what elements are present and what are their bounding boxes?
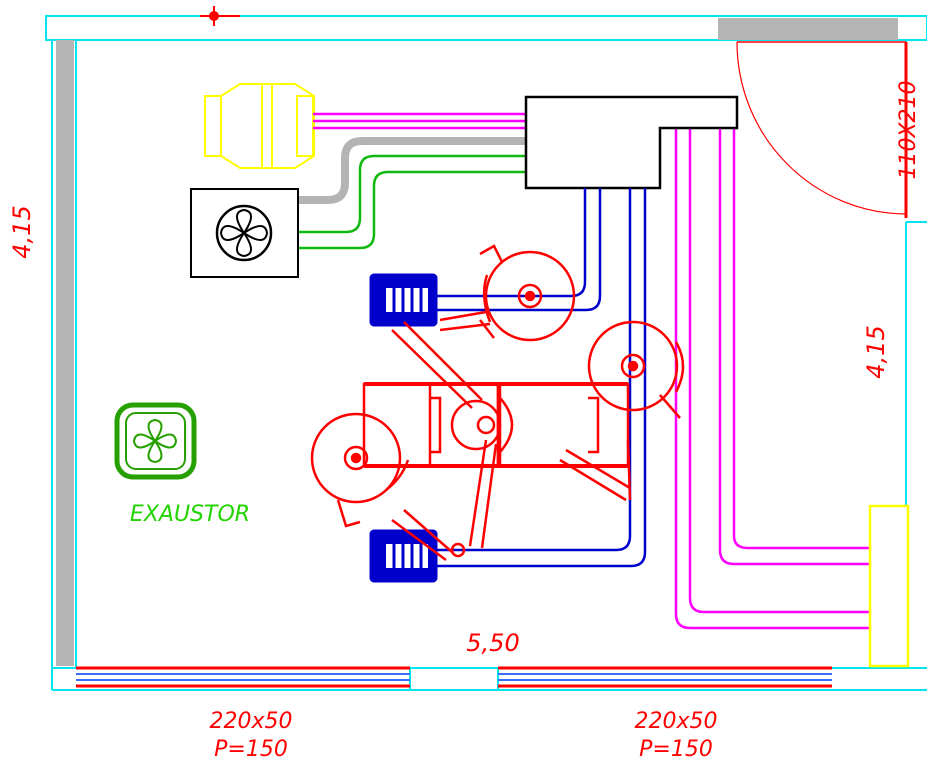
window-right-size: 220x50 xyxy=(634,709,717,734)
dental-equipment xyxy=(310,244,685,562)
window-left-sill: P=150 xyxy=(214,737,288,762)
utility-outlet-box xyxy=(868,504,910,668)
dimension-right-height: 4,15 xyxy=(862,325,890,378)
left-wall-fill xyxy=(56,40,74,666)
dental-chair xyxy=(362,382,630,468)
exhaust-fan-icon xyxy=(132,418,178,464)
stool-left xyxy=(310,412,410,528)
window-right-sill: P=150 xyxy=(639,737,713,762)
vacuum-lines xyxy=(313,112,872,630)
water-terminal-top xyxy=(369,273,438,327)
air-lines xyxy=(298,154,526,250)
window-left xyxy=(76,666,410,688)
water-lines xyxy=(437,188,647,568)
filter-unit xyxy=(204,83,315,169)
dimension-left-height: 4,15 xyxy=(8,205,36,258)
exhaust-label: EXAUSTOR xyxy=(130,502,250,527)
exhaust-fan xyxy=(114,402,197,480)
outlet-marker xyxy=(200,6,240,26)
top-wall xyxy=(45,15,927,41)
walls xyxy=(45,15,927,691)
window-right xyxy=(498,666,832,688)
stool-right xyxy=(587,320,685,419)
fan-icon xyxy=(215,204,273,262)
door-swing-arc xyxy=(736,41,907,215)
door xyxy=(736,41,908,218)
dimension-width: 5,50 xyxy=(466,629,519,657)
water-terminal-bottom xyxy=(369,529,438,583)
labels: 4,15 4,15 110X210 5,50 EXAUSTOR 220x50 P… xyxy=(8,80,921,762)
air-intake-pipe xyxy=(294,137,530,204)
compressor xyxy=(190,188,299,278)
door-size-label: 110X210 xyxy=(896,80,921,179)
stool-top xyxy=(439,244,576,342)
delivery-arms xyxy=(391,321,632,562)
fan-blades xyxy=(219,208,269,258)
control-panel xyxy=(524,95,739,190)
window-left-size: 220x50 xyxy=(209,709,292,734)
top-wall-fill xyxy=(718,18,898,40)
